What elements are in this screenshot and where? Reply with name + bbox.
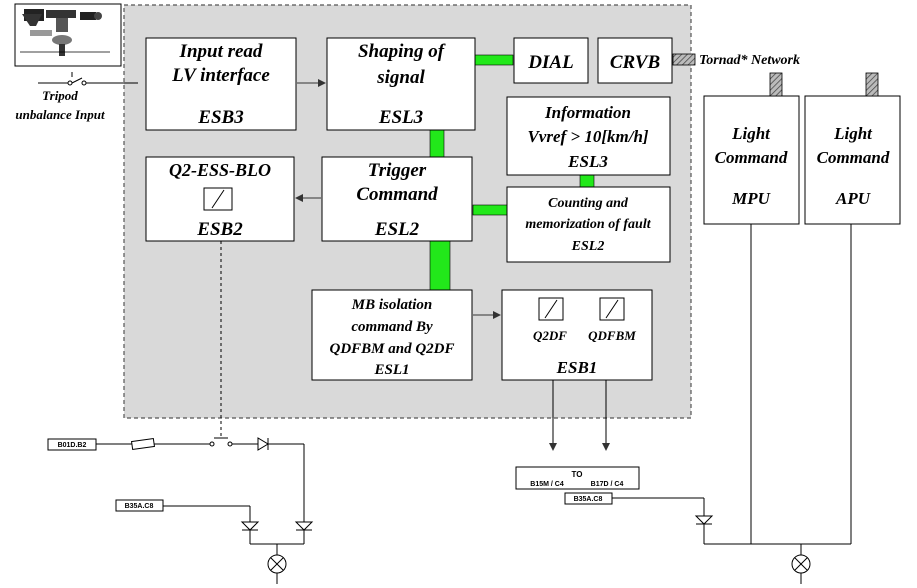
counting-line2: memorization of fault (525, 217, 651, 232)
mpu-line1: Light (731, 124, 771, 143)
block-esb1: Q2DF QDFBM ESB1 (501, 289, 653, 381)
block-counting: Counting and memorization of fault ESL2 (506, 186, 671, 263)
fuse-icon (130, 437, 156, 451)
green-links (429, 54, 595, 291)
q2ess-title: Q2-ESS-BLO (169, 160, 271, 180)
block-light-mpu: Light Command MPU (703, 72, 800, 225)
block-q2ess: Q2-ESS-BLO ESB2 (145, 156, 295, 242)
apu-code: APU (835, 189, 871, 208)
apu-line2: Command (817, 148, 890, 167)
block-dial: DIAL (513, 37, 589, 84)
block-light-apu: Light Command APU (804, 72, 901, 225)
crvb-label: CRVB (610, 52, 660, 73)
diode-icon (257, 437, 269, 451)
tornad-network-label: Tornad* Network (699, 53, 800, 68)
input-read-line2: LV interface (171, 65, 270, 86)
b17d-label: B17D / C4 (591, 481, 624, 488)
apu-line1: Light (833, 124, 873, 143)
tornad-connector (672, 53, 696, 66)
link-shaping-dial (474, 54, 514, 66)
counting-code: ESL2 (571, 239, 605, 254)
shaping-code: ESL3 (378, 107, 423, 128)
block-input-read: Input read LV interface ESB3 (145, 37, 297, 131)
dial-label: DIAL (527, 52, 573, 73)
information-line1: Information (544, 103, 631, 122)
tripod-sensor-picture (14, 3, 122, 67)
to-label: TO (572, 470, 583, 479)
block-information: Information Vvref > 10[km/h] ESL3 (506, 96, 671, 176)
mpu-code: MPU (731, 189, 771, 208)
shaping-line2: signal (376, 67, 425, 88)
link-trigger-mb (429, 239, 451, 291)
link-shaping-trigger (429, 128, 445, 158)
q2ess-code: ESB2 (196, 219, 243, 240)
b35a-right-label: B35A.C8 (574, 496, 603, 503)
information-code: ESL3 (567, 152, 608, 171)
block-crvb: CRVB (597, 37, 673, 84)
esb1-code: ESB1 (556, 358, 598, 377)
counting-line1: Counting and (548, 196, 629, 211)
information-line2: Vvref > 10[km/h] (527, 127, 648, 146)
b35a-left-label: B35A.C8 (125, 503, 154, 510)
tripod-label-line2: unbalance Input (15, 107, 105, 122)
link-info-counting (579, 174, 595, 189)
relay-q2df-label: Q2DF (533, 328, 567, 343)
mpu-connector (769, 72, 783, 97)
mb-isolation-line1: MB isolation (351, 297, 432, 313)
input-read-code: ESB3 (197, 107, 243, 128)
input-read-line1: Input read (179, 41, 263, 62)
mb-isolation-line2: command By (351, 319, 433, 335)
b01d-label: B01D.B2 (58, 442, 87, 449)
flow-arrows (295, 79, 501, 319)
right-lamp-circuit (515, 224, 852, 584)
block-shaping: Shaping of signal ESL3 (326, 37, 476, 131)
block-mb-isolation: MB isolation command By QDFBM and Q2DF E… (311, 289, 473, 381)
relay-qdfbm-label: QDFBM (588, 328, 636, 343)
mpu-line2: Command (715, 148, 788, 167)
link-trigger-counting (472, 204, 509, 216)
block-trigger: Trigger Command ESL2 (321, 156, 473, 242)
mb-isolation-line3: QDFBM and Q2DF (329, 341, 454, 357)
tripod-input-line (38, 72, 138, 86)
apu-connector (865, 72, 879, 97)
b15m-label: B15M / C4 (530, 481, 564, 488)
trigger-line2: Command (356, 184, 438, 205)
left-lamp-circuit (47, 437, 314, 584)
trigger-line1: Trigger (368, 160, 427, 181)
trigger-code: ESL2 (374, 219, 420, 240)
shaping-line1: Shaping of (358, 41, 446, 62)
mb-isolation-code: ESL1 (373, 362, 409, 378)
tripod-label-line1: Tripod (42, 88, 78, 103)
